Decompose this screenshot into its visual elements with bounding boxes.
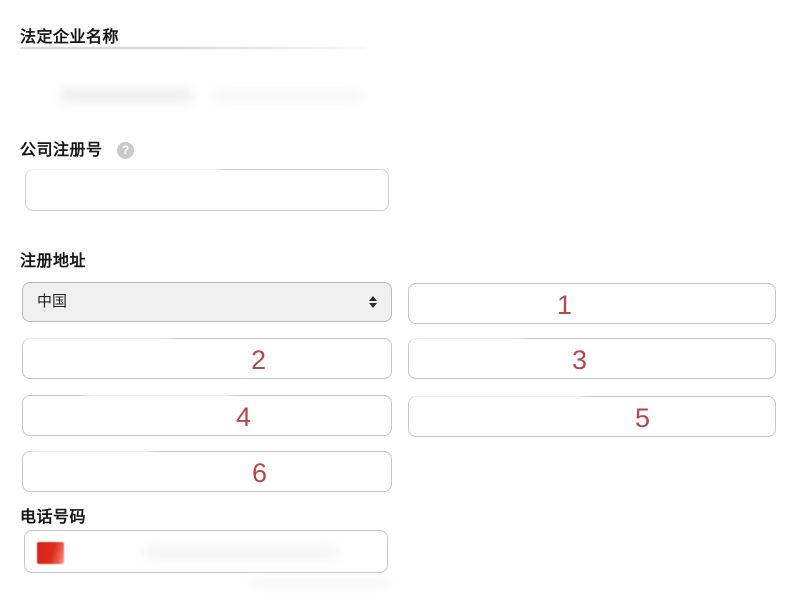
annotation-number-1: 1 <box>557 289 573 320</box>
up-down-arrows-icon <box>369 296 377 308</box>
wash-artifact <box>25 333 170 342</box>
redacted-text-blur <box>58 88 193 103</box>
registration-number-label: 公司注册号 <box>20 142 103 159</box>
redacted-text-blur <box>212 90 362 102</box>
legal-name-label: 法定企业名称 <box>20 29 120 46</box>
annotation-number-5: 5 <box>635 402 651 433</box>
wash-artifact <box>85 390 230 399</box>
annotation-number-4: 4 <box>236 401 252 432</box>
address-field-6[interactable]: 6 <box>22 451 392 492</box>
annotation-number-6: 6 <box>252 457 268 488</box>
wash-artifact <box>30 446 150 455</box>
wash-artifact <box>28 163 218 174</box>
triangle-up-icon <box>369 296 377 301</box>
triangle-down-icon <box>369 303 377 308</box>
address-field-4[interactable]: 4 <box>22 395 392 436</box>
china-flag-icon <box>37 542 64 564</box>
wash-artifact <box>412 333 522 342</box>
registration-number-input[interactable] <box>25 169 389 211</box>
address-field-3[interactable]: 3 <box>408 338 776 379</box>
country-select[interactable]: 中国 <box>22 282 392 322</box>
redacted-text-blur <box>250 578 390 586</box>
phone-number-input[interactable] <box>24 530 388 573</box>
address-field-5[interactable]: 5 <box>408 396 776 437</box>
legal-name-divider <box>20 47 365 49</box>
question-mark-icon[interactable]: ? <box>117 142 134 159</box>
country-select-value: 中国 <box>37 293 68 310</box>
registered-address-label: 注册地址 <box>20 253 87 270</box>
redacted-text-blur <box>143 546 338 559</box>
address-field-2[interactable]: 2 <box>22 338 392 379</box>
address-field-1[interactable]: 1 <box>408 283 776 324</box>
annotation-number-2: 2 <box>251 344 267 375</box>
phone-number-label: 电话号码 <box>20 509 87 526</box>
annotation-number-3: 3 <box>572 344 588 375</box>
wash-artifact <box>412 392 582 402</box>
